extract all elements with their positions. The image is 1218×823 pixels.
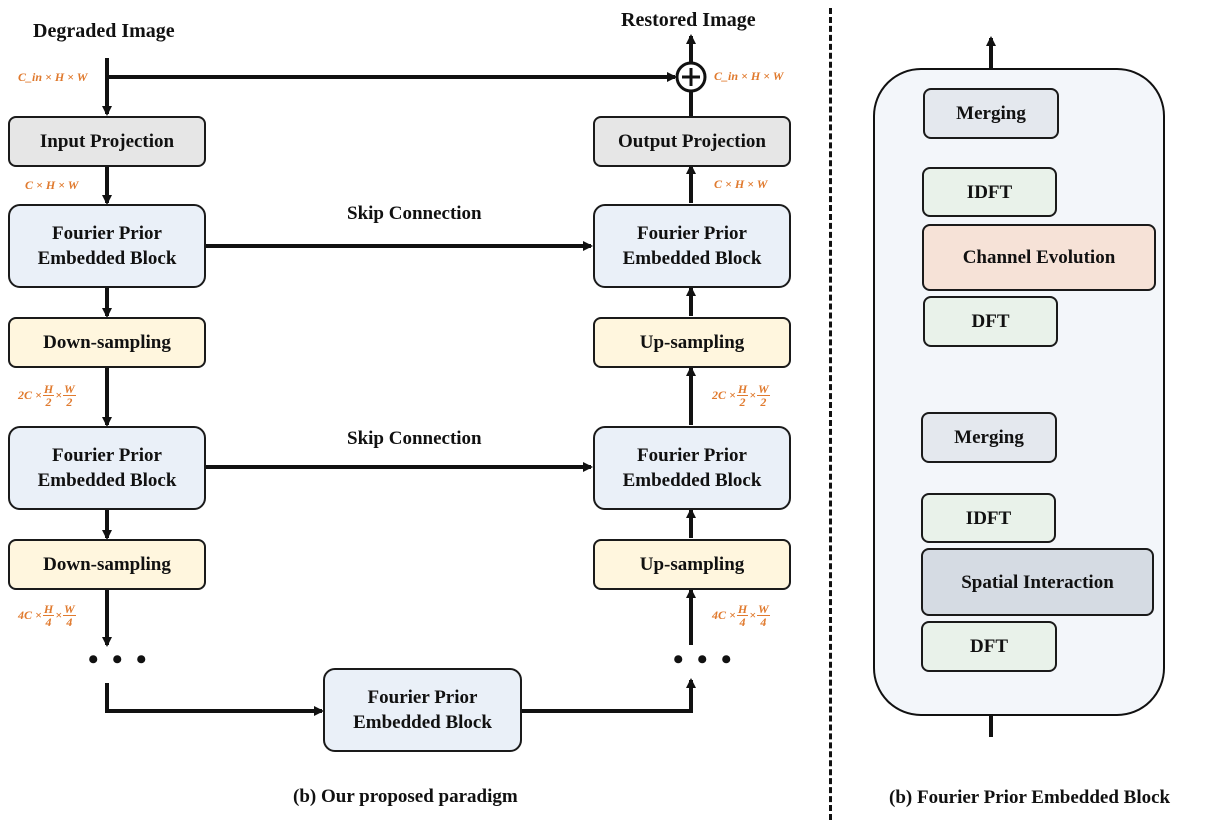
skip-connection-label-2: Skip Connection [347, 428, 482, 449]
ellipsis-left: • • • [88, 643, 150, 676]
down-sampling-2: Down-sampling [8, 539, 206, 590]
dft-box-top: DFT [923, 296, 1058, 347]
caption-right: (b) Fourier Prior Embedded Block [889, 787, 1171, 808]
down-sampling-1: Down-sampling [8, 317, 206, 368]
idft-box-bottom: IDFT [921, 493, 1056, 543]
ellipsis-right: • • • [673, 643, 735, 676]
dim-c-right: C × H × W [714, 177, 768, 191]
merging-box-top: Merging [923, 88, 1059, 139]
spatial-interaction-box: Spatial Interaction [921, 548, 1154, 616]
dim-output: C_in × H × W [714, 69, 784, 83]
up-sampling-2: Up-sampling [593, 539, 791, 590]
sum-node [675, 61, 707, 93]
panel-separator [829, 8, 832, 820]
caption-left: (b) Our proposed paradigm [293, 786, 518, 807]
restored-image-label: Restored Image [621, 9, 756, 31]
dft-box-bottom: DFT [921, 621, 1057, 672]
channel-evolution-box: Channel Evolution [922, 224, 1156, 291]
arrow-bottleneck-to-dots [521, 678, 696, 713]
fpeb-detail-panel [873, 68, 1165, 716]
idft-box-top: IDFT [922, 167, 1057, 217]
degraded-image-label: Degraded Image [33, 20, 175, 42]
output-projection-box: Output Projection [593, 116, 791, 167]
merging-box-bottom: Merging [921, 412, 1057, 463]
input-projection-box: Input Projection [8, 116, 206, 167]
arrow-dots-to-bottleneck [105, 683, 324, 716]
skip-connection-label-1: Skip Connection [347, 203, 482, 224]
dim-input: C_in × H × W [18, 70, 88, 84]
dim-c: C × H × W [25, 178, 79, 192]
up-sampling-1: Up-sampling [593, 317, 791, 368]
